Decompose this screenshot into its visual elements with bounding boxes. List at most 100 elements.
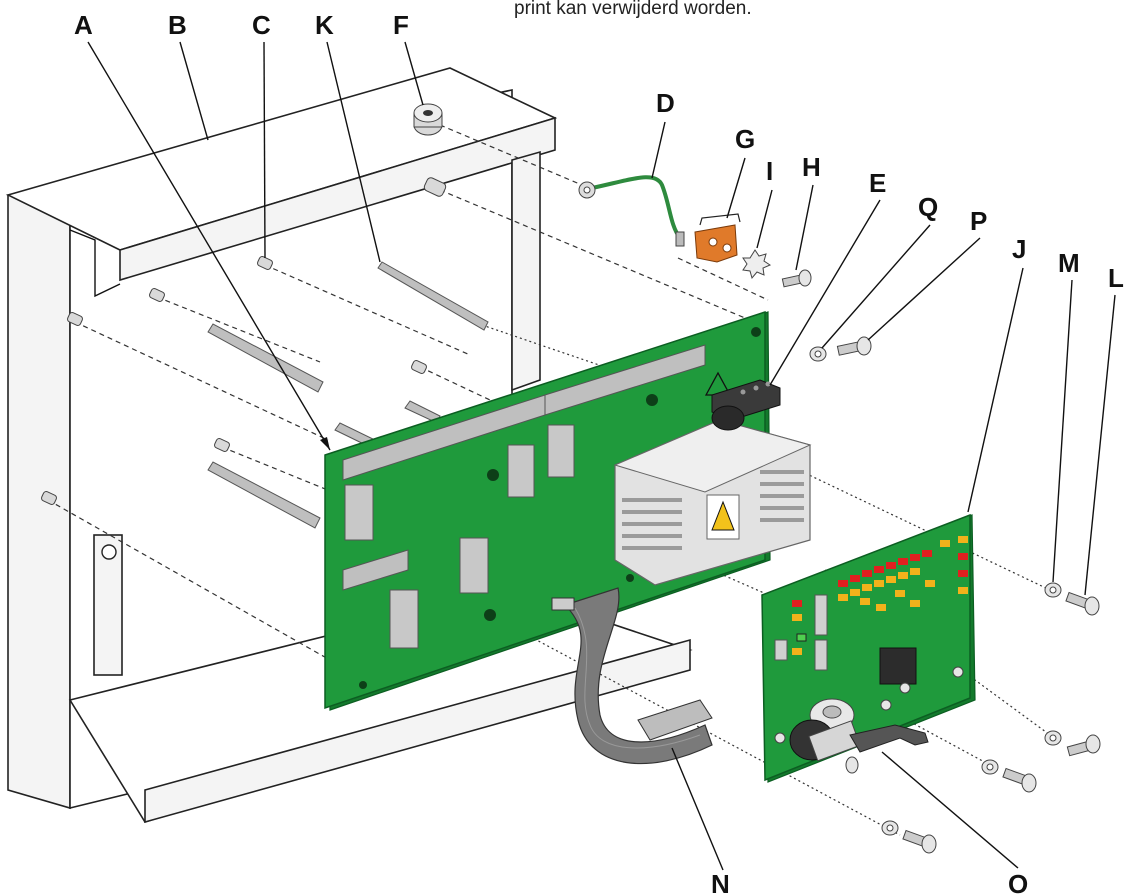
washer <box>981 759 999 775</box>
fastener-set <box>881 582 1101 854</box>
buzzer-fuse-holder-o <box>789 698 929 774</box>
frame-inner-step <box>69 229 121 298</box>
washer-m <box>1044 582 1062 598</box>
pcb-connector-strip <box>544 344 706 416</box>
ground-wire-assembly <box>578 175 812 288</box>
callout-labels: A B C K F D G I H E Q P J M L N O <box>74 10 1124 896</box>
frame-top-lid-edge <box>119 116 556 282</box>
ground-wire-d <box>591 175 682 240</box>
leader-l <box>1084 294 1116 596</box>
leader-b <box>179 41 209 141</box>
spacer-rod <box>404 400 441 424</box>
callout-p: P <box>970 206 987 236</box>
screw-l <box>1065 591 1100 616</box>
leader-h <box>795 184 814 271</box>
callout-l: L <box>1108 263 1124 293</box>
standoff-top <box>423 177 447 197</box>
frame-right-lip <box>511 150 541 392</box>
display-ic <box>879 647 917 685</box>
leader-a <box>87 41 331 451</box>
frame-base-front <box>144 638 691 824</box>
screw <box>1066 734 1101 757</box>
board-screw <box>899 682 911 694</box>
mounting-hole <box>487 469 499 481</box>
callout-d: D <box>656 88 675 118</box>
callout-m: M <box>1058 248 1080 278</box>
screw-h <box>781 269 812 288</box>
leader-i <box>756 189 773 249</box>
pcb-connector-short <box>342 549 409 591</box>
spacer-rod-k <box>377 261 489 331</box>
standoff-c <box>257 255 273 271</box>
leader-o <box>881 751 1019 869</box>
board-screw <box>952 666 964 678</box>
callout-a: A <box>74 10 93 40</box>
relay <box>507 444 535 498</box>
leader-n <box>671 747 724 871</box>
callout-q: Q <box>918 192 938 222</box>
callout-h: H <box>802 152 821 182</box>
spacer-rod <box>207 461 321 529</box>
leader-c <box>263 41 266 259</box>
callout-g: G <box>735 124 755 154</box>
spacer-f <box>413 103 443 136</box>
main-pcb <box>324 310 771 711</box>
leader-p <box>867 237 981 341</box>
connector <box>774 639 788 661</box>
led-yellow-group <box>792 536 968 655</box>
relay <box>389 589 419 649</box>
relay <box>459 537 489 594</box>
caption-text: print kan verwijderd worden. <box>514 0 752 19</box>
callout-e: E <box>869 168 886 198</box>
callout-f: F <box>393 10 409 40</box>
washer <box>881 820 899 836</box>
ribbon-cable-n <box>551 587 713 765</box>
screw <box>902 829 937 854</box>
screw <box>1002 767 1037 793</box>
screw-p <box>836 336 872 356</box>
hinge-hole <box>101 544 117 560</box>
callout-j: J <box>1012 234 1026 264</box>
relay <box>547 424 575 478</box>
power-supply-unit <box>613 419 812 586</box>
leader-k <box>326 41 381 263</box>
pin-header <box>814 639 828 671</box>
leader-j <box>967 267 1024 513</box>
callout-b: B <box>168 10 187 40</box>
mounting-hole <box>626 574 634 582</box>
leader-d <box>651 121 666 179</box>
standoff <box>411 359 427 375</box>
leader-m <box>1052 279 1073 583</box>
washer <box>1044 730 1062 746</box>
led-green <box>796 633 807 642</box>
standoff <box>41 490 57 506</box>
callout-o: O <box>1008 869 1028 896</box>
relay <box>344 484 374 541</box>
leader-lines <box>87 41 1116 871</box>
main-pcb-board <box>324 310 766 710</box>
leader-g <box>726 157 746 219</box>
standoff <box>67 311 83 327</box>
mounting-hole <box>646 394 658 406</box>
pin-header <box>814 594 828 636</box>
spacer-rod <box>207 323 324 393</box>
mounting-hole <box>751 327 761 337</box>
board-screw <box>774 732 786 744</box>
washer-q <box>809 346 827 362</box>
callout-c: C <box>252 10 271 40</box>
mounting-hole <box>359 681 367 689</box>
mounting-hole <box>484 609 496 621</box>
standoff <box>214 437 230 453</box>
callout-k: K <box>315 10 334 40</box>
leader-q <box>821 224 931 349</box>
frame-left-wall <box>7 181 71 810</box>
callout-n: N <box>711 869 730 896</box>
terminal-block-e <box>711 379 781 431</box>
psu-top <box>613 419 812 493</box>
standoff <box>149 287 165 303</box>
callout-i: I <box>766 156 773 186</box>
leader-e <box>769 199 881 386</box>
board-screw <box>880 699 892 711</box>
leader-f <box>404 41 424 106</box>
